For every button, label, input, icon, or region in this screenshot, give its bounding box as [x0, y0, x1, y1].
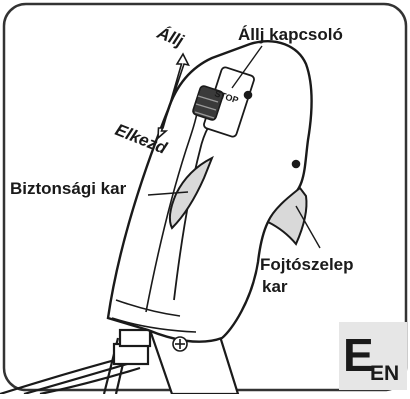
- cables: [0, 330, 150, 394]
- badge-subscript: EN: [370, 362, 399, 385]
- handle-body: [108, 41, 312, 341]
- language-badge: E EN: [339, 322, 407, 390]
- throttle-lever-label-line2: kar: [262, 277, 288, 296]
- stop-arrow-label: Állj: [154, 23, 188, 51]
- stop-switch-label: Állj kapcsoló: [238, 25, 343, 44]
- throttle-lever-label-line1: Fojtószelep: [260, 255, 354, 274]
- safety-lever-label: Biztonsági kar: [10, 179, 127, 198]
